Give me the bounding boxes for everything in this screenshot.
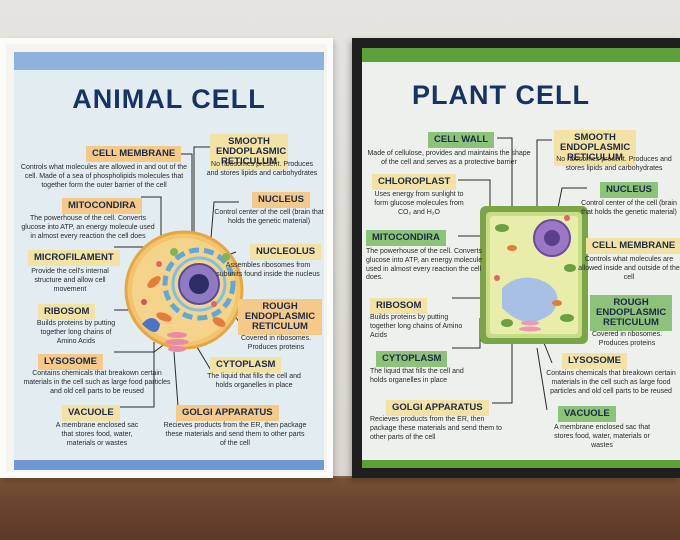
bottom-bar <box>14 460 324 470</box>
label-chloroplast: CHLOROPLAST <box>372 174 457 190</box>
label-cytoplasm: CYTOPLASM <box>376 351 448 367</box>
label-mitocondira: MITOCONDIRA <box>62 198 142 214</box>
label-cell-membrane: CELL MEMBRANE <box>86 146 182 162</box>
label-ribosom: RIBOSOM <box>38 304 96 320</box>
desc-cell-membrane: Controls what molecules are allowed in a… <box>20 164 188 189</box>
desc-rough-er: Covered in ribosomes. Produces proteins <box>591 331 663 347</box>
plant-cell-diagram <box>452 137 588 411</box>
desc-chloroplast: Uses energy from sunlight to form glucos… <box>374 191 464 216</box>
label-golgi: GOLGI APPARATUS <box>386 400 489 416</box>
desc-lysosome: Contains chemicals that breakown certain… <box>23 370 171 395</box>
desc-vacuole: A membrane enclosed sac that stores food… <box>553 424 651 449</box>
top-bar <box>362 48 680 62</box>
desc-smooth-er: No ribosomes present. Produces and store… <box>206 161 318 177</box>
desc-vacuole: A membrane enclosed sac that stores food… <box>55 422 139 447</box>
desc-nucleus: Control center of the cell (brain that h… <box>581 200 677 216</box>
plant-cell-poster: PLANT CELL <box>362 48 680 468</box>
label-cell-wall: CELL WALL <box>428 132 495 148</box>
label-smooth-er: SMOOTH ENDOPLASMIC RETICULUM <box>554 130 636 166</box>
label-mitocondira: MITOCONDIRA <box>366 230 446 246</box>
label-nucleus: NUCLEUS <box>252 192 310 208</box>
desc-lysosome: Contains chemicals that breakown certain… <box>546 370 676 395</box>
label-nucleus: NUCLEUS <box>600 182 658 198</box>
desc-golgi: Recieves products from the ER, then pack… <box>163 422 307 447</box>
animal-cell-poster: ANIMAL CELL <box>14 52 324 470</box>
label-rough-er: ROUGH ENDOPLASMIC RETICULUM <box>238 299 322 335</box>
desc-mitocondira: The powerhouse of the cell. Converts glu… <box>21 215 155 240</box>
label-ribosom: RIBOSOM <box>370 298 428 314</box>
animal-cell-diagram <box>114 146 244 421</box>
label-vacuole: VACUOLE <box>558 406 616 422</box>
label-nucleolus: NUCLEOLUS <box>250 244 322 260</box>
label-rough-er: ROUGH ENDOPLASMIC RETICULUM <box>590 295 672 331</box>
label-smooth-er: SMOOTH ENDOPLASMIC RETICULUM <box>210 134 288 170</box>
desc-microfilament: Provide the cell's internal structure an… <box>31 268 109 293</box>
desc-nucleus: Control center of the cell (brain that h… <box>214 209 324 225</box>
desc-cytoplasm: The liquid that fills the cell and holds… <box>207 373 301 389</box>
desc-ribosom: Builds proteins by putting together long… <box>36 320 116 345</box>
label-lysosome: LYSOSOME <box>38 354 103 370</box>
desc-rough-er: Covered in ribosomes. Produces proteins <box>240 335 312 351</box>
animal-poster-frame: ANIMAL CELL <box>0 38 333 478</box>
plant-poster-frame: PLANT CELL <box>352 38 680 478</box>
top-bar <box>14 52 324 70</box>
bottom-bar <box>362 460 680 468</box>
label-cell-membrane: CELL MEMBRANE <box>586 238 680 254</box>
plant-title: PLANT CELL <box>412 80 590 110</box>
desc-cell-wall: Made of cellulose, provides and maintain… <box>367 150 531 166</box>
label-microfilament: MICROFILAMENT <box>28 250 120 266</box>
desc-mitocondira: The powerhouse of the cell. Converts glu… <box>366 248 483 282</box>
desc-cytoplasm: The liquid that fills the cell and holds… <box>370 368 464 384</box>
label-cytoplasm: CYTOPLASM <box>210 357 282 373</box>
desc-nucleolus: Assembles ribosomes from subunits found … <box>216 262 320 278</box>
label-vacuole: VACUOLE <box>62 405 120 421</box>
desc-cell-membrane: Controls what molecules are allowed insi… <box>578 256 680 281</box>
desc-smooth-er: No ribosomes present. Produces and store… <box>556 156 672 172</box>
label-lysosome: LYSOSOME <box>562 353 627 369</box>
wooden-shelf <box>0 478 680 540</box>
desc-ribosom: Builds proteins by putting together long… <box>370 314 463 339</box>
desc-golgi: Recieves products from the ER, then pack… <box>370 416 502 441</box>
label-golgi: GOLGI APPARATUS <box>176 405 279 421</box>
animal-title: ANIMAL CELL <box>72 84 266 114</box>
